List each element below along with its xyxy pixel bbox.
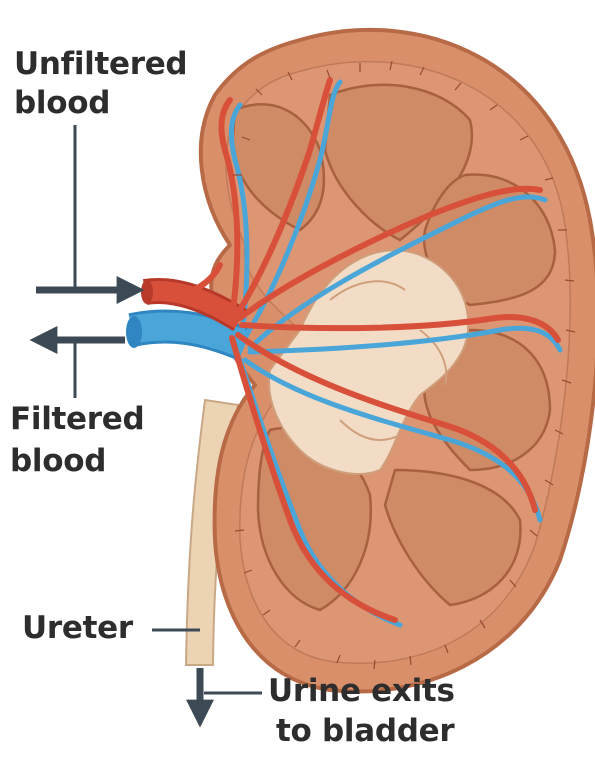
label-urine-line2: to bladder xyxy=(276,712,454,750)
artery-opening xyxy=(141,280,153,304)
vein-opening xyxy=(126,316,142,348)
label-filtered-line1: Filtered xyxy=(10,400,144,438)
label-ureter: Ureter xyxy=(22,609,133,647)
label-filtered-line2: blood xyxy=(10,442,106,480)
label-urine-line1: Urine exits xyxy=(268,672,455,710)
label-unfiltered-line2: blood xyxy=(14,84,110,122)
label-unfiltered-line1: Unfiltered xyxy=(14,45,187,83)
